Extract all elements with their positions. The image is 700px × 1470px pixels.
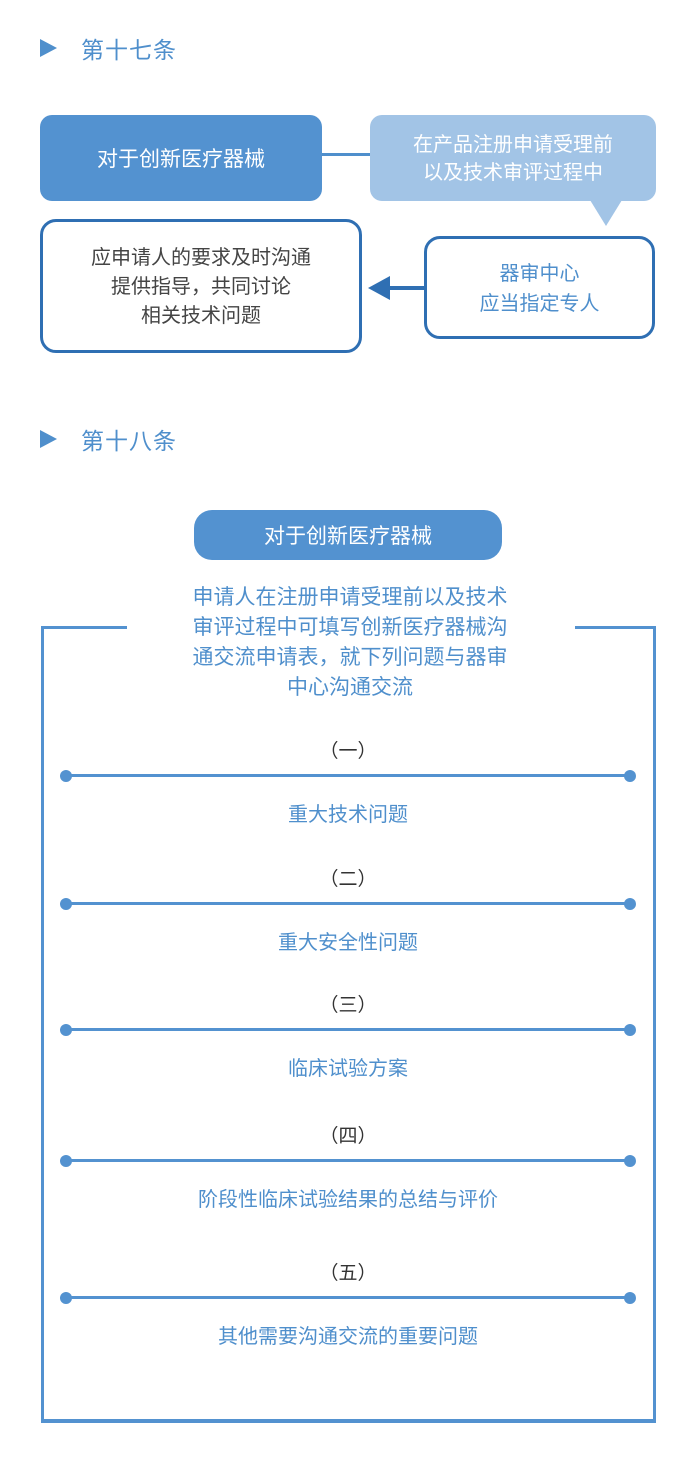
frame-top-left-segment (41, 626, 127, 629)
subject-label: 对于创新医疗器械 (97, 147, 265, 171)
article-18-title: 第十八条 (81, 429, 177, 455)
intro-text: 申请人在注册申请受理前以及技术 审评过程中可填写创新医疗器械沟 通交流申请表，就… (130, 582, 570, 702)
list-item: （五） 其他需要沟通交流的重要问题 (60, 1260, 636, 1349)
action-line-1: 应申请人的要求及时沟通 (91, 244, 311, 269)
intro-line-4: 中心沟通交流 (287, 675, 413, 699)
article-18-heading: 第十八条 (40, 424, 177, 455)
play-triangle-icon (40, 430, 57, 448)
intro-line-1: 申请人在注册申请受理前以及技术 (192, 585, 508, 609)
condition-callout: 在产品注册申请受理前 以及技术审评过程中 (370, 115, 656, 201)
arrow-left-icon (368, 276, 390, 300)
condition-line-2: 以及技术审评过程中 (423, 160, 603, 184)
dot-icon (60, 898, 72, 910)
dot-icon (624, 898, 636, 910)
intro-line-3: 通交流申请表，就下列问题与器审 (192, 645, 508, 669)
arrow-left-shaft (380, 286, 426, 290)
item-number: （三） (319, 994, 377, 1016)
item-text: 重大技术问题 (288, 802, 408, 826)
condition-line-1: 在产品注册申请受理前 (413, 132, 613, 156)
list-item: （一） 重大技术问题 (60, 738, 636, 827)
subject-pill: 对于创新医疗器械 (194, 510, 502, 560)
item-divider (60, 1024, 636, 1036)
subject-pill-label: 对于创新医疗器械 (264, 524, 432, 548)
dot-icon (624, 770, 636, 782)
item-text: 临床试验方案 (288, 1056, 408, 1080)
connector-line (322, 153, 372, 156)
subject-box: 对于创新医疗器械 (40, 115, 322, 201)
item-number: （四） (319, 1125, 377, 1147)
item-number: （二） (319, 868, 377, 890)
article-17-heading: 第十七条 (40, 33, 177, 64)
action-line-2: 提供指导，共同讨论 (111, 273, 291, 298)
item-text: 其他需要沟通交流的重要问题 (218, 1324, 478, 1348)
frame-top-right-segment (575, 626, 656, 629)
actor-line-1: 器审中心 (499, 260, 580, 285)
item-divider (60, 898, 636, 910)
intro-line-2: 审评过程中可填写创新医疗器械沟 (192, 615, 508, 639)
list-item: （三） 临床试验方案 (60, 992, 636, 1081)
item-number: （一） (319, 740, 377, 762)
item-text: 阶段性临床试验结果的总结与评价 (198, 1187, 498, 1211)
dot-icon (624, 1155, 636, 1167)
actor-box: 器审中心 应当指定专人 (424, 236, 655, 339)
frame-left-border (41, 626, 44, 1422)
frame-right-border (653, 626, 656, 1422)
article-17-title: 第十七条 (81, 38, 177, 64)
play-triangle-icon (40, 39, 57, 57)
dot-icon (60, 1024, 72, 1036)
dot-icon (624, 1024, 636, 1036)
action-box: 应申请人的要求及时沟通 提供指导，共同讨论 相关技术问题 (40, 219, 362, 353)
item-divider (60, 1155, 636, 1167)
action-line-3: 相关技术问题 (141, 302, 261, 327)
actor-line-2: 应当指定专人 (479, 290, 600, 315)
dot-icon (60, 1155, 72, 1167)
dot-icon (60, 770, 72, 782)
item-divider (60, 770, 636, 782)
callout-pointer-icon (590, 200, 622, 226)
dot-icon (624, 1292, 636, 1304)
item-divider (60, 1292, 636, 1304)
item-text: 重大安全性问题 (278, 930, 418, 954)
list-item: （四） 阶段性临床试验结果的总结与评价 (60, 1123, 636, 1212)
item-number: （五） (319, 1262, 377, 1284)
list-item: （二） 重大安全性问题 (60, 866, 636, 955)
frame-bottom-border (41, 1419, 656, 1423)
dot-icon (60, 1292, 72, 1304)
